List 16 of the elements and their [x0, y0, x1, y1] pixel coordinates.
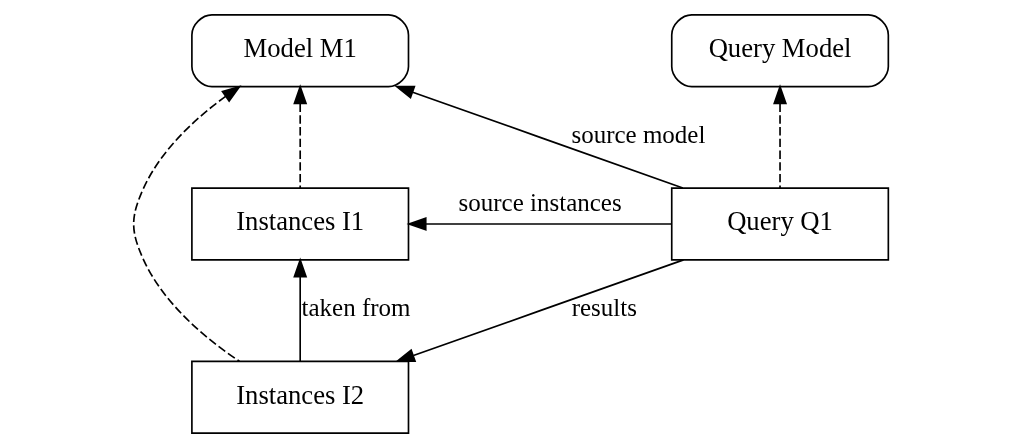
arrow: [292, 84, 307, 189]
edge-label: taken from: [301, 294, 410, 322]
node-box: Query Q1: [670, 187, 889, 261]
arrow: [772, 84, 787, 189]
node-box: Instances I2: [190, 360, 409, 434]
node-box: Model M1: [190, 14, 409, 88]
edge-label: results: [571, 294, 637, 322]
arrow: [394, 259, 684, 363]
edge-label: source model: [570, 121, 705, 149]
node-box: Query Model: [670, 14, 889, 88]
arrow: [132, 85, 242, 363]
node-box: Instances I1: [190, 187, 409, 261]
edge-label: source instances: [458, 188, 622, 216]
arrow: [406, 217, 672, 231]
arrow: [292, 257, 307, 363]
arrow: [393, 85, 684, 189]
